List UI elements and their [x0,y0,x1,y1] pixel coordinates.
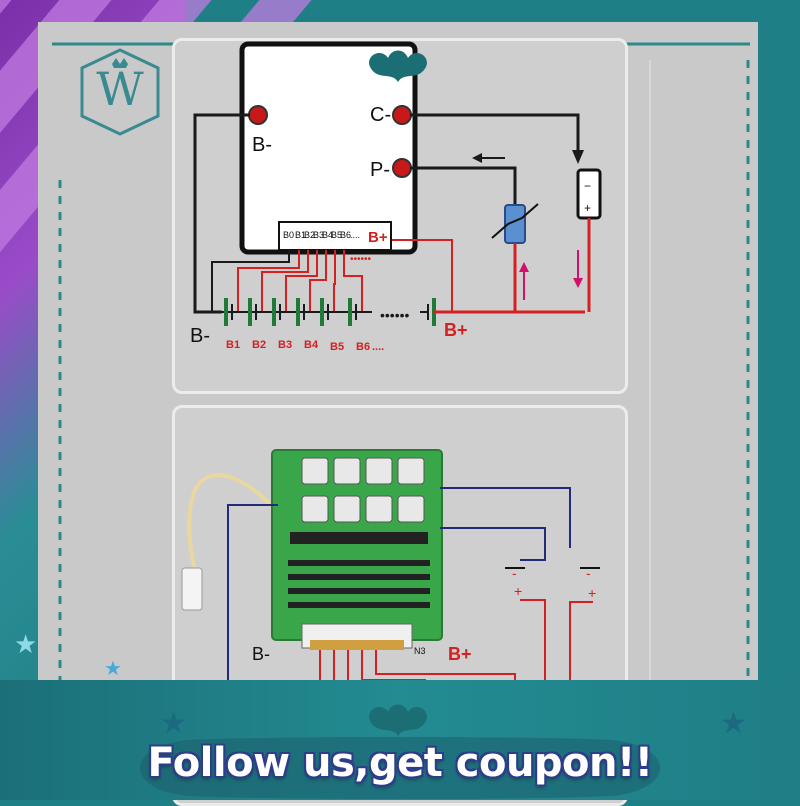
connector-b-plus: B+ [368,229,388,246]
wire-load-minus [440,527,546,561]
label-b-minus: B- [252,134,272,156]
star-icon: ★ [160,706,187,741]
top-wiring-diagram: B- C- P- B0 B1 B2 B3 B4 B5 B6 .... B+ ••… [190,41,602,353]
balance-wire [261,250,309,312]
cell-label: B3 [278,339,292,351]
cell-label: B6 [356,341,370,353]
balance-wire [211,250,290,312]
mosfet [333,495,361,523]
balance-wire [333,250,336,312]
promo-banner-text[interactable]: Follow us,get coupon!! [147,740,654,786]
promo-banner [140,737,660,799]
pin-label: B1 [295,230,306,240]
mosfet [365,457,393,485]
charger-plus: + [588,585,596,601]
pin-ellipsis: .... [350,230,360,240]
arrow-left-icon [472,153,482,163]
balance-wire-b-plus [392,239,453,312]
component-row [288,560,430,566]
wire-charger-minus [440,487,571,548]
charger-minus: - [586,565,591,581]
ic-row [290,532,428,544]
wire-c-minus [410,113,580,150]
wire-b-minus [193,113,250,314]
terminal-c-minus [392,105,412,125]
mosfet [301,457,329,485]
star-icon: ★ [14,630,38,660]
bms-module-box [239,41,418,255]
label-b-plus: B+ [448,644,472,664]
pin-label: B6 [340,230,351,240]
balance-pins [310,640,404,650]
component-row [288,588,430,594]
ornament-swirl-icon [369,50,427,82]
balance-wire [343,250,363,312]
pin-label: B4 [322,230,333,240]
cell-label-ellipsis: .... [372,341,384,353]
balance-wire [237,250,300,312]
temperature-probe [181,567,203,611]
charger-minus: − [584,179,591,193]
balance-connector [278,221,392,251]
board-label: N3 [414,646,426,656]
string-b-minus: B- [190,325,210,347]
label-p-minus: P- [370,159,390,181]
cell-label: B5 [330,341,344,353]
terminal-b-minus [248,105,268,125]
balance-wire [309,250,327,312]
pin-label: B2 [304,230,315,240]
string-b-plus: B+ [444,320,468,340]
cell-label: B4 [304,339,319,351]
ornament-swirl-icon [369,704,427,736]
mosfet [397,495,425,523]
load-plus: + [514,583,522,599]
probe-cable [187,473,277,571]
mosfet [333,457,361,485]
mosfet [365,495,393,523]
pin-label: B0 [283,230,294,240]
logo-letter: W [96,62,144,116]
logo-badge [80,48,160,136]
label-b-minus: B- [252,644,270,664]
battery-string [222,298,585,326]
connector-dots: •••••• [350,254,372,265]
mosfet [301,495,329,523]
component-row [288,602,430,608]
label-c-minus: C- [370,104,391,126]
charger-plus: + [584,201,591,215]
arrow-up-icon [519,262,529,272]
arrow-down-icon [573,278,583,288]
pin-label: B3 [313,230,324,240]
star-icon: ★ [720,706,747,741]
terminal-p-minus [392,158,412,178]
string-dots: •••••• [380,307,410,323]
load-minus: - [512,565,517,581]
star-icon: ★ [104,656,122,680]
cell-label: B1 [226,339,240,351]
mosfet [397,457,425,485]
cell-label: B2 [252,339,266,351]
wire-p-minus [410,166,517,205]
balance-wire [285,250,318,312]
pin-label: B5 [331,230,342,240]
component-row [288,574,430,580]
arrow-down-icon [572,150,584,164]
load-slash [491,203,539,239]
